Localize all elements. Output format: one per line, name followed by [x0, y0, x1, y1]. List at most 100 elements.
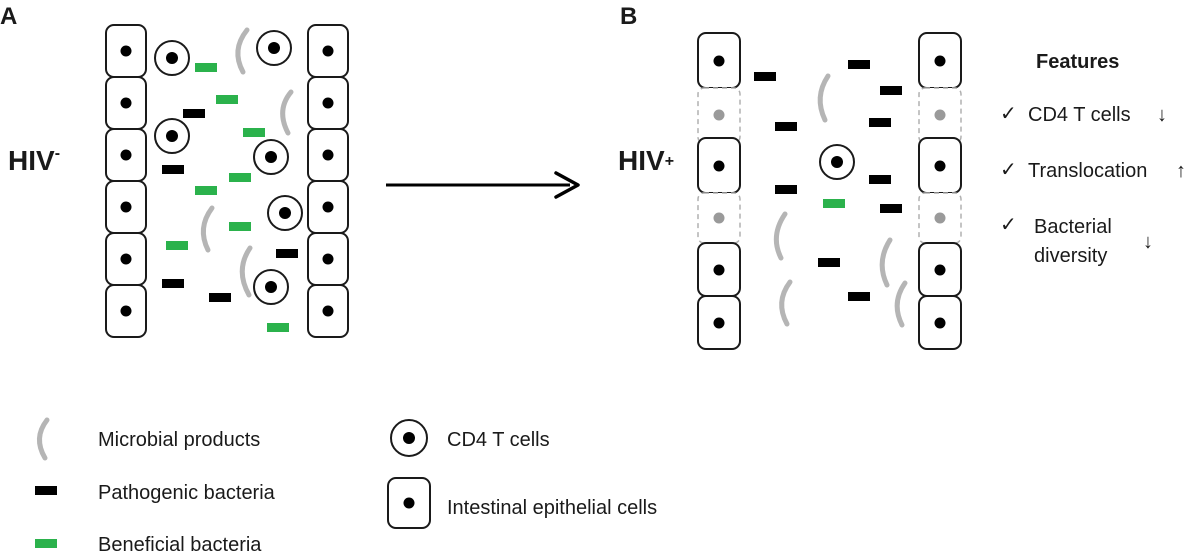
feature-cd4-label: CD4 T cells	[1028, 104, 1131, 126]
panel-a-letter: A	[0, 3, 17, 30]
panel-a-right-epithelium	[307, 24, 349, 338]
features-title: Features	[1036, 51, 1119, 73]
panel-b-microbial-products	[773, 73, 908, 328]
arrow-head	[554, 171, 580, 199]
microbial-product	[894, 280, 908, 328]
features-panel: Features ✓ CD4 T cells ↓ ✓ Translocation…	[1000, 51, 1186, 267]
pathogenic-bacterium	[818, 258, 840, 267]
legend-pathogenic-label: Pathogenic bacteria	[98, 482, 276, 504]
panel-b-condition-label: HIV+	[618, 145, 674, 176]
panel-b-sign: +	[665, 153, 674, 170]
pathogenic-bacterium	[183, 109, 205, 118]
microbial-product	[817, 73, 831, 123]
pathogenic-bacterium	[848, 60, 870, 69]
feature-check: ✓	[1000, 103, 1017, 125]
epithelial-nucleus	[120, 201, 132, 213]
beneficial-bacterium	[243, 128, 265, 137]
epithelial-nucleus	[322, 305, 334, 317]
epithelial-nucleus	[322, 149, 334, 161]
beneficial-bacterium	[229, 173, 251, 182]
pathogenic-bacterium	[162, 279, 184, 288]
pathogenic-bacterium	[209, 293, 231, 302]
panel-a: A HIV-	[0, 3, 349, 338]
feature-check: ✓	[1000, 159, 1017, 181]
legend-microbial-swatch	[37, 417, 50, 461]
legend-beneficial-label: Beneficial bacteria	[98, 534, 262, 554]
cd4-nucleus	[268, 42, 280, 54]
microbial-product	[239, 245, 253, 298]
feature-cd4-trend: ↓	[1157, 104, 1167, 126]
beneficial-bacterium	[195, 63, 217, 72]
epithelial-nucleus	[713, 160, 725, 172]
panel-b-left-epithelium	[697, 32, 741, 350]
legend-pathogenic-swatch	[35, 486, 57, 495]
panel-a-condition: HIV	[8, 145, 55, 176]
beneficial-bacterium	[229, 222, 251, 231]
feature-diversity-label-line1: Bacterial	[1034, 216, 1112, 238]
epithelial-nucleus	[120, 305, 132, 317]
beneficial-bacterium	[216, 95, 238, 104]
epithelial-nucleus	[713, 264, 725, 276]
cd4-nucleus	[166, 130, 178, 142]
epithelial-nucleus	[322, 45, 334, 57]
panel-b-pathogenic-bacteria	[754, 60, 902, 301]
panel-a-condition-label: HIV-	[8, 145, 60, 176]
cd4-nucleus	[265, 151, 277, 163]
epithelial-nucleus	[120, 253, 132, 265]
gap-nucleus	[934, 109, 946, 121]
pathogenic-bacterium	[775, 122, 797, 131]
epithelial-nucleus	[934, 55, 946, 67]
cd4-nucleus	[279, 207, 291, 219]
legend-cd4-nucleus	[403, 432, 415, 444]
epithelial-nucleus	[713, 55, 725, 67]
panel-a-pathogenic-bacteria	[162, 109, 298, 302]
pathogenic-bacterium	[880, 86, 902, 95]
beneficial-bacterium	[267, 323, 289, 332]
legend-epithelial-label: Intestinal epithelial cells	[447, 497, 657, 519]
legend-beneficial-swatch	[35, 539, 57, 548]
panel-a-left-epithelium	[105, 24, 147, 338]
legend: Microbial products Pathogenic bacteria B…	[35, 417, 657, 554]
pathogenic-bacterium	[869, 175, 891, 184]
epithelial-nucleus	[713, 317, 725, 329]
cd4-nucleus	[265, 281, 277, 293]
epithelial-nucleus	[934, 264, 946, 276]
gap-nucleus	[713, 212, 725, 224]
pathogenic-bacterium	[754, 72, 776, 81]
legend-microbial-label: Microbial products	[98, 429, 260, 451]
panel-a-sign: -	[55, 145, 60, 162]
pathogenic-bacterium	[775, 185, 797, 194]
microbial-product	[773, 211, 788, 261]
epithelial-nucleus	[934, 160, 946, 172]
panel-b-cd4-t-cells	[819, 144, 855, 180]
pathogenic-bacterium	[869, 118, 891, 127]
epithelial-nucleus	[120, 45, 132, 57]
epithelial-nucleus	[322, 253, 334, 265]
panel-b-condition: HIV	[618, 145, 665, 176]
microbial-product	[879, 237, 893, 288]
epithelial-nucleus	[120, 97, 132, 109]
epithelial-nucleus	[322, 97, 334, 109]
cd4-nucleus	[831, 156, 843, 168]
pathogenic-bacterium	[880, 204, 902, 213]
microbial-product	[280, 89, 294, 136]
beneficial-bacterium	[166, 241, 188, 250]
epithelial-nucleus	[934, 317, 946, 329]
panel-b: B HIV+	[618, 3, 1186, 350]
feature-translocation-label: Translocation	[1028, 160, 1147, 182]
panel-a-microbial-products	[200, 27, 294, 298]
pathogenic-bacterium	[848, 292, 870, 301]
panel-b-right-epithelium	[918, 32, 962, 350]
gap-nucleus	[713, 109, 725, 121]
epithelial-nucleus	[322, 201, 334, 213]
microbial-product	[779, 279, 793, 327]
panel-b-beneficial-bacteria	[823, 199, 845, 208]
pathogenic-bacterium	[276, 249, 298, 258]
feature-translocation-trend: ↑	[1176, 160, 1186, 182]
beneficial-bacterium	[823, 199, 845, 208]
gap-nucleus	[934, 212, 946, 224]
panel-a-cd4-t-cells	[154, 30, 303, 305]
beneficial-bacterium	[195, 186, 217, 195]
feature-diversity-trend: ↓	[1143, 231, 1153, 253]
